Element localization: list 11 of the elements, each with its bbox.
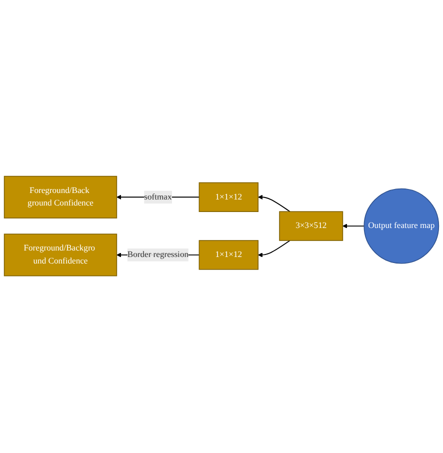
node-box: 1×1×12 [198,182,258,212]
node-box: Foreground/Back ground Confidence [4,176,118,219]
arrow [258,240,290,258]
edge-label: Border regression [127,250,188,260]
edge-label: softmax [144,192,172,202]
node-box: Foreground/Backgro und Confidence [4,234,118,277]
arrow [258,195,290,213]
node-circle: Output feature map [364,188,440,264]
arrow [342,224,365,229]
node-box: 1×1×12 [198,240,258,270]
node-box: 3×3×512 [279,212,344,242]
